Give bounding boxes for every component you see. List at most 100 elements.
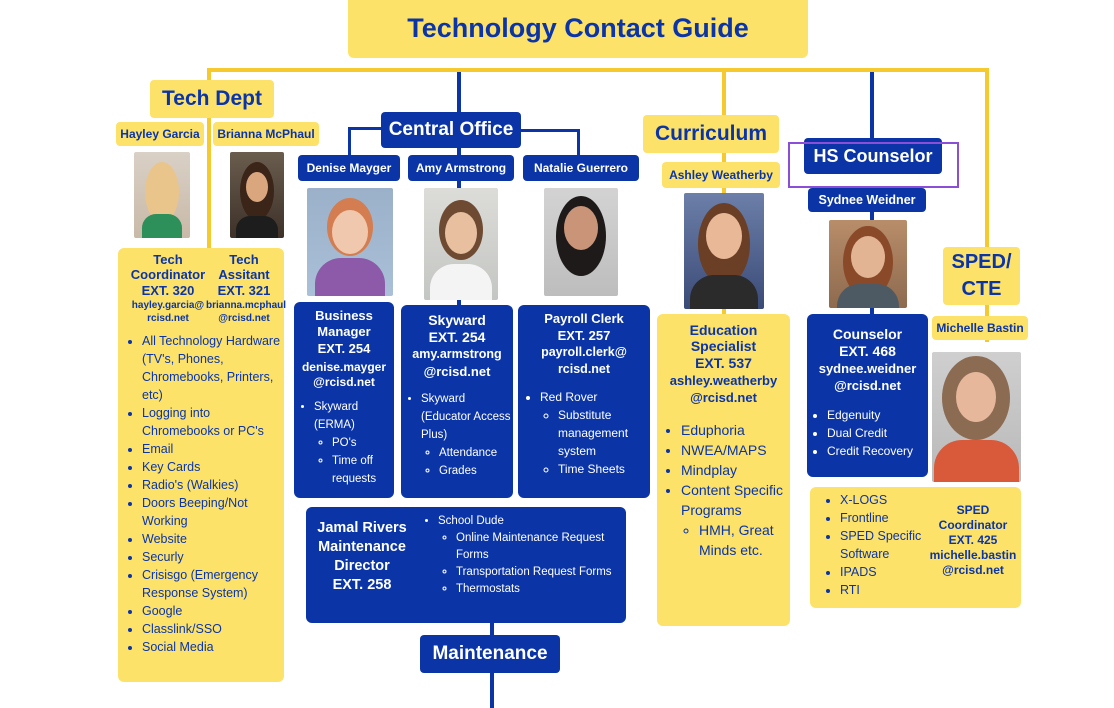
card-email: sydnee.weidner: [818, 361, 917, 376]
sub-list: HMH, Great Minds etc.: [681, 520, 790, 560]
list-item: Classlink/SSO: [142, 620, 282, 638]
card-role: Counselor: [832, 326, 903, 342]
connector-central-right: [518, 129, 580, 132]
director-role: Director: [334, 558, 390, 574]
director-ext: EXT. 258: [332, 577, 392, 593]
card-role: SPED: [956, 503, 990, 517]
tech-assistant-ext: EXT. 321: [217, 283, 271, 298]
counselor-list: Edgenuity Dual Credit Credit Recovery: [807, 406, 928, 460]
list-item-text: Red Rover: [540, 390, 598, 404]
list-item-text: Skyward (Educator Access Plus): [421, 393, 511, 441]
card-email: @rcisd.net: [423, 364, 491, 379]
list-item-text: Skyward (ERMA): [314, 401, 359, 431]
email-line: rcisd.net: [147, 313, 189, 324]
sub-list: Substitute management system Time Sheets: [540, 406, 650, 478]
card-ext: EXT. 254: [317, 341, 371, 356]
photo-ashley-weatherby: [684, 193, 764, 309]
sub-item: Substitute management system: [558, 406, 650, 460]
sub-list: Online Maintenance Request Forms Transpo…: [438, 530, 618, 598]
card-role: Coordinator: [938, 518, 1008, 532]
card-ext: EXT. 257: [557, 328, 611, 343]
face-shape: [445, 212, 477, 254]
card-role: Manager: [317, 324, 371, 339]
tech-assistant-title: Tech Assitant: [218, 252, 270, 282]
list-item: Email: [142, 440, 282, 458]
card-role: Skyward: [428, 312, 486, 328]
central-office-heading: Central Office: [381, 112, 521, 148]
list-item: Skyward (Educator Access Plus) Attendanc…: [421, 390, 513, 480]
card-email: payroll.clerk@: [541, 345, 627, 359]
name-label-sydnee: Sydnee Weidner: [808, 188, 926, 212]
list-item: School Dude Online Maintenance Request F…: [438, 513, 618, 598]
card-email: @rcisd.net: [942, 563, 1004, 577]
name-label-amy: Amy Armstrong: [408, 155, 514, 181]
maintenance-contact: Jamal Rivers Maintenance Director EXT. 2…: [310, 519, 414, 595]
sub-item: Time Sheets: [558, 460, 650, 478]
photo-amy-armstrong: [424, 188, 498, 300]
card-ext: EXT. 425: [948, 533, 998, 547]
shirt-shape: [430, 264, 492, 300]
card-ext: EXT. 254: [428, 329, 486, 345]
card-list: Skyward (Educator Access Plus) Attendanc…: [401, 390, 513, 480]
sub-item: Thermostats: [456, 581, 618, 598]
tech-dept-list: All Technology Hardware (TV's, Phones, C…: [120, 332, 282, 656]
face-shape: [145, 162, 179, 222]
list-item: Skyward (ERMA) PO's Time off requests: [314, 398, 394, 488]
list-item: Radio's (Walkies): [142, 476, 282, 494]
card-ext: EXT. 468: [839, 343, 896, 359]
card-email: @rcisd.net: [834, 378, 901, 393]
sub-list: PO's Time off requests: [314, 434, 394, 488]
sped-coordinator-contact: SPED Coordinator EXT. 425 michelle.basti…: [926, 503, 1020, 578]
sped-list: X-LOGS Frontline SPED Specific Software …: [812, 491, 936, 599]
hs-counselor-heading: HS Counselor: [804, 138, 942, 174]
card-role: Payroll Clerk: [544, 311, 624, 326]
list-item: Red Rover Substitute management system T…: [540, 388, 650, 478]
connector-central: [457, 72, 461, 116]
name-label-brianna: Brianna McPhaul: [213, 122, 319, 146]
tech-coordinator-email: hayley.garcia@rcisd.net: [118, 299, 218, 325]
curriculum-card: Education Specialist EXT. 537 ashley.wea…: [657, 314, 790, 626]
connector-sped: [985, 68, 989, 248]
sub-list: Attendance Grades: [421, 444, 513, 480]
business-manager-card: Business Manager EXT. 254 denise.mayger …: [294, 302, 394, 498]
list-item-text: Content Specific Programs: [681, 482, 783, 518]
name-label-denise: Denise Mayger: [298, 155, 400, 181]
list-item: Eduphoria: [681, 420, 790, 440]
tech-coordinator-title: Tech Coordinator: [130, 252, 206, 282]
card-role: Business: [315, 308, 373, 323]
card-list: Red Rover Substitute management system T…: [518, 388, 650, 478]
sub-item: Online Maintenance Request Forms: [456, 530, 618, 564]
email-line: brianna.mcphaul: [206, 300, 287, 311]
card-role: Specialist: [690, 338, 757, 354]
list-item: Website: [142, 530, 282, 548]
photo-michelle-bastin: [932, 352, 1021, 482]
list-item: Frontline: [840, 509, 936, 527]
card-email: denise.mayger: [301, 360, 387, 374]
list-item: Social Media: [142, 638, 282, 656]
heading-line: SPED/: [951, 251, 1012, 273]
shirt-shape: [142, 214, 182, 238]
card-email: rcisd.net: [557, 362, 611, 376]
shirt-shape: [934, 440, 1019, 482]
tech-dept-heading: Tech Dept: [150, 80, 274, 118]
list-item: Securly: [142, 548, 282, 566]
photo-natalie-guerrero: [544, 188, 618, 296]
payroll-card: Payroll Clerk EXT. 257 payroll.clerk@ rc…: [518, 305, 650, 498]
sub-item: Time off requests: [332, 452, 394, 488]
shirt-shape: [236, 216, 278, 238]
shirt-shape: [837, 284, 899, 308]
list-item-text: School Dude: [438, 515, 504, 527]
sub-item: Attendance: [439, 444, 513, 462]
tech-assistant-email: brianna.mcphaul @rcisd.net: [206, 299, 287, 325]
list-item: Google: [142, 602, 282, 620]
face-shape: [956, 372, 996, 422]
sped-cte-heading: SPED/ CTE: [943, 247, 1020, 305]
email-line: @rcisd.net: [218, 313, 270, 324]
sub-item: PO's: [332, 434, 394, 452]
photo-denise-mayger: [307, 188, 393, 296]
list-item: Content Specific Programs HMH, Great Min…: [681, 480, 790, 560]
name-label-michelle: Michelle Bastin: [932, 316, 1028, 340]
list-item: Key Cards: [142, 458, 282, 476]
director-role: Maintenance: [318, 539, 406, 555]
photo-brianna-mcphaul: [230, 152, 284, 238]
